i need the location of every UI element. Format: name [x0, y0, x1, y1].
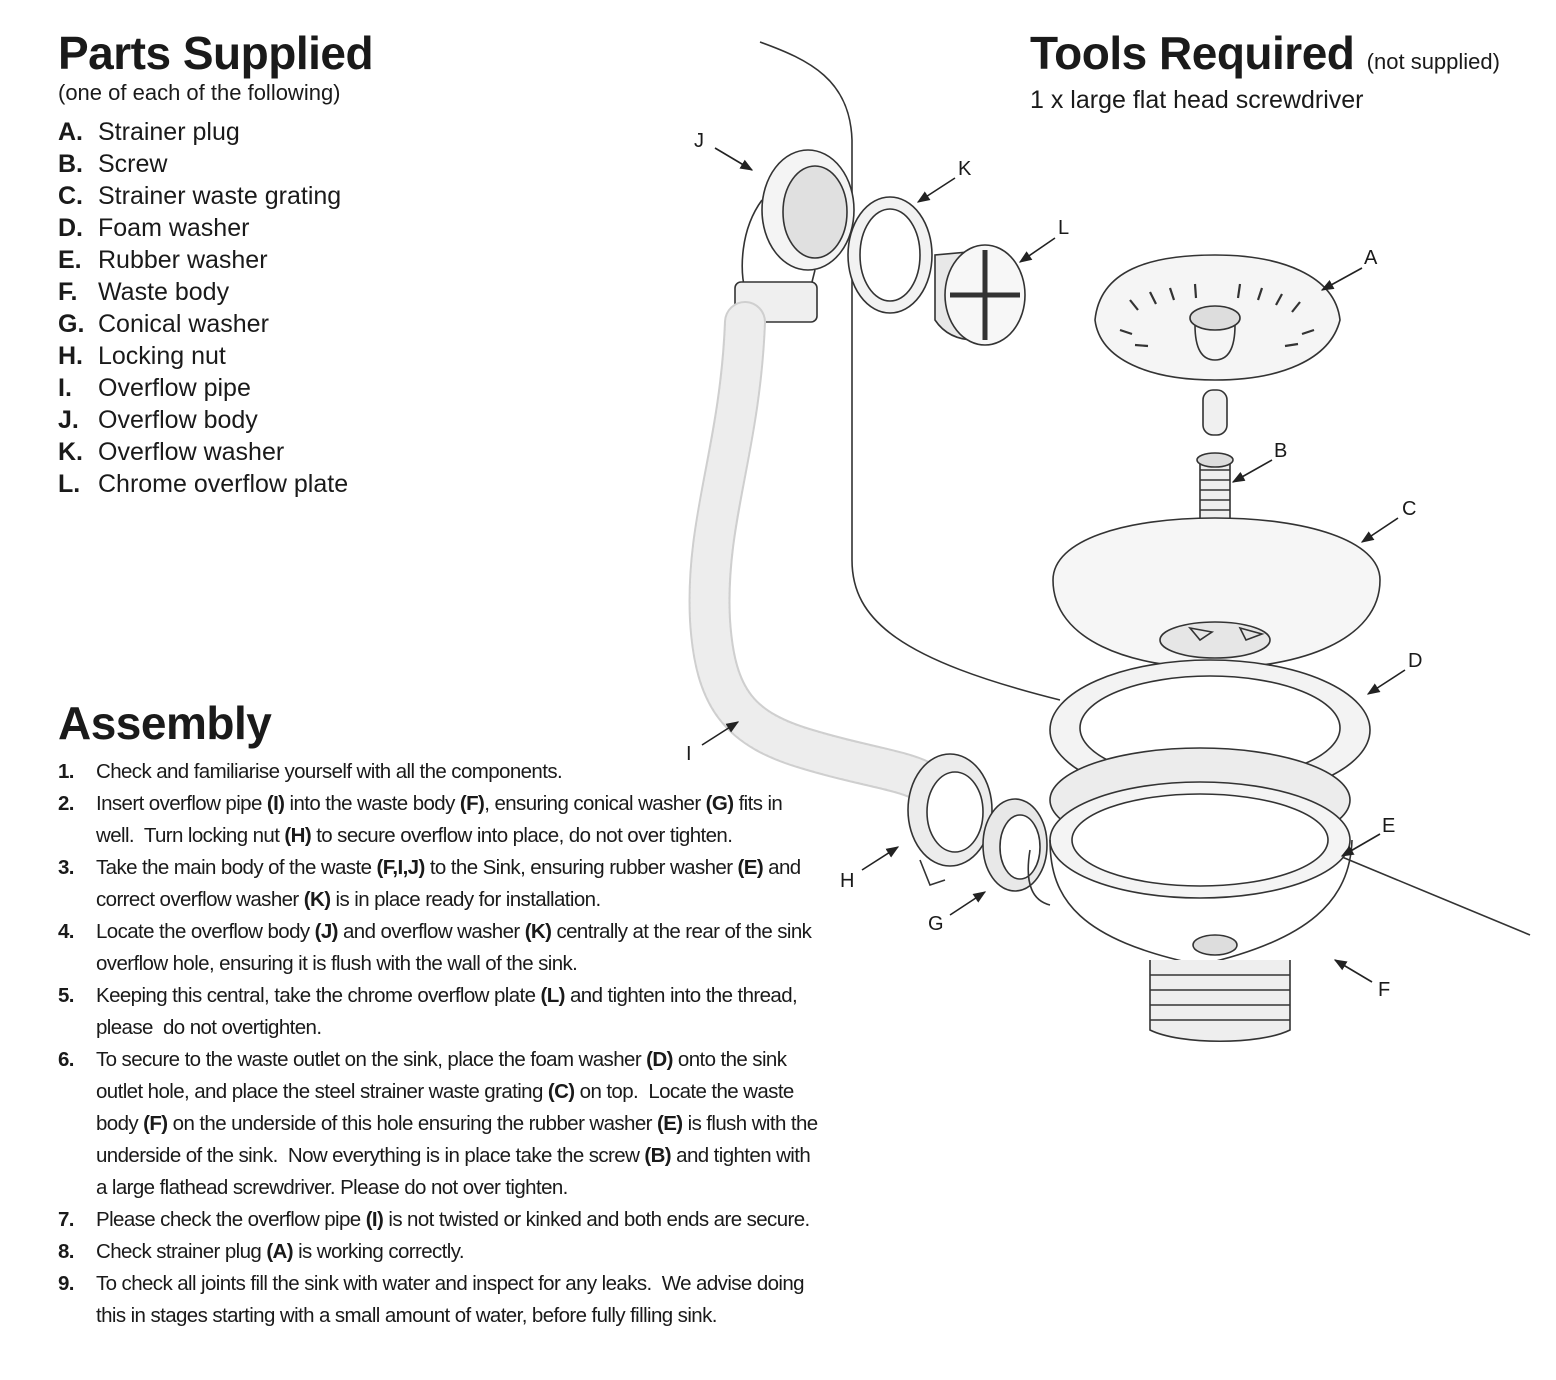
diagram-label-g: G	[928, 913, 944, 935]
chrome-overflow-plate-part	[934, 244, 1026, 346]
step-number: 4.	[58, 920, 75, 943]
part-item: D. Foam washer	[58, 212, 348, 244]
parts-supplied-heading: Parts Supplied	[58, 27, 374, 79]
tools-required-item: 1 x large flat head screwdriver	[1030, 86, 1364, 114]
diagram-label-d: D	[1408, 650, 1422, 672]
part-item: E. Rubber washer	[58, 244, 348, 276]
diagram-label-i: I	[686, 743, 692, 765]
assembly-step: 2. Insert overflow pipe (I) into the wast…	[58, 788, 818, 852]
step-number: 5.	[58, 984, 75, 1007]
part-item: G. Conical washer	[58, 308, 348, 340]
diagram-label-f: F	[1378, 979, 1390, 1001]
step-number: 6.	[58, 1048, 75, 1071]
part-letter: E.	[58, 246, 82, 274]
diagram-label-b: B	[1274, 440, 1287, 462]
part-item: L. Chrome overflow plate	[58, 468, 348, 500]
overflow-washer-part	[847, 196, 933, 314]
step-number: 2.	[58, 792, 75, 815]
diagram-label-k: K	[958, 158, 972, 180]
part-item: K. Overflow washer	[58, 436, 348, 468]
diagram-label-e: E	[1382, 815, 1395, 837]
part-letter: D.	[58, 214, 83, 242]
part-item: C. Strainer waste grating	[58, 180, 348, 212]
diagram-label-j: J	[694, 130, 704, 152]
sink-outline	[759, 41, 1061, 701]
tools-required-heading: Tools Required (not supplied)	[1030, 30, 1500, 76]
assembly-step: 1. Check and familiarise yourself with al…	[58, 756, 818, 788]
part-item: A. Strainer plug	[58, 116, 348, 148]
assembly-step: 6. To secure to the waste outlet on the s…	[58, 1044, 818, 1204]
part-letter: A.	[58, 118, 83, 146]
part-name: Chrome overflow plate	[98, 470, 349, 498]
sink-bottom-edge	[1329, 851, 1531, 936]
assembly-step: 9. To check all joints fill the sink with…	[58, 1268, 818, 1332]
conical-washer-part	[982, 798, 1048, 892]
part-letter: L.	[58, 470, 81, 498]
step-number: 8.	[58, 1240, 75, 1263]
waste-body-part	[1027, 747, 1353, 1042]
strainer-waste-grating-part	[1052, 517, 1381, 669]
diagram-label-a: A	[1364, 247, 1378, 269]
part-name: Conical washer	[98, 310, 269, 338]
part-letter: I.	[58, 374, 72, 402]
part-item: I. Overflow pipe	[58, 372, 348, 404]
part-letter: H.	[58, 342, 83, 370]
part-letter: G.	[58, 310, 85, 338]
part-name: Locking nut	[98, 342, 226, 370]
part-name: Screw	[98, 150, 168, 178]
assembly-steps: 1. Check and familiarise yourself with al…	[58, 756, 818, 1332]
part-name: Strainer plug	[98, 118, 240, 146]
part-name: Overflow pipe	[98, 374, 251, 402]
step-number: 7.	[58, 1208, 75, 1231]
step-number: 9.	[58, 1272, 75, 1295]
part-item: B. Screw	[58, 148, 348, 180]
overflow-body-part	[734, 149, 855, 323]
part-name: Rubber washer	[98, 246, 268, 274]
step-text: To check all joints fill the sink with w…	[96, 1272, 805, 1327]
part-letter: F.	[58, 278, 78, 306]
assembly-step: 7. Please check the overflow pipe (I) is …	[58, 1204, 818, 1236]
parts-list: A. Strainer plug B. Screw C. Strainer waste…	[58, 116, 348, 500]
part-name: Foam washer	[98, 214, 250, 242]
part-letter: K.	[58, 438, 83, 466]
strainer-plug-part	[1094, 254, 1341, 436]
parts-supplied-subtitle: (one of each of the following)	[58, 80, 341, 105]
step-number: 3.	[58, 856, 75, 879]
step-text: Take the main body of the waste (F,I,J) …	[96, 856, 801, 911]
tools-required-title: Tools Required	[1030, 27, 1355, 79]
step-text: Please check the overflow pipe (I) is no…	[96, 1208, 810, 1231]
step-text: Keeping this central, take the chrome ov…	[96, 984, 798, 1039]
diagram-label-l: L	[1058, 217, 1069, 239]
part-item: H. Locking nut	[58, 340, 348, 372]
part-name: Overflow body	[98, 406, 258, 434]
step-text: Check and familiarise yourself with all …	[96, 760, 563, 783]
part-letter: C.	[58, 182, 83, 210]
assembly-step: 4. Locate the overflow body (J) and overf…	[58, 916, 818, 980]
step-number: 1.	[58, 760, 75, 783]
part-name: Strainer waste grating	[98, 182, 342, 210]
part-name: Waste body	[98, 278, 230, 306]
part-item: F. Waste body	[58, 276, 348, 308]
step-text: To secure to the waste outlet on the sin…	[96, 1048, 818, 1199]
assembly-step: 5. Keeping this central, take the chrome …	[58, 980, 818, 1044]
part-letter: B.	[58, 150, 83, 178]
overflow-pipe-part	[688, 301, 941, 801]
step-text: Insert overflow pipe (I) into the waste …	[96, 792, 783, 847]
diagram-label-c: C	[1402, 498, 1416, 520]
tools-required-note: (not supplied)	[1366, 49, 1500, 74]
step-text: Locate the overflow body (J) and overflo…	[96, 920, 812, 975]
part-item: J. Overflow body	[58, 404, 348, 436]
part-name: Overflow washer	[98, 438, 285, 466]
step-text: Check strainer plug (A) is working corre…	[96, 1240, 465, 1263]
part-letter: J.	[58, 406, 79, 434]
locking-nut-part	[907, 753, 993, 886]
assembly-step: 8. Check strainer plug (A) is working cor…	[58, 1236, 818, 1268]
assembly-step: 3. Take the main body of the waste (F,I,J…	[58, 852, 818, 916]
assembly-heading: Assembly	[58, 697, 272, 749]
diagram-label-h: H	[840, 870, 854, 892]
